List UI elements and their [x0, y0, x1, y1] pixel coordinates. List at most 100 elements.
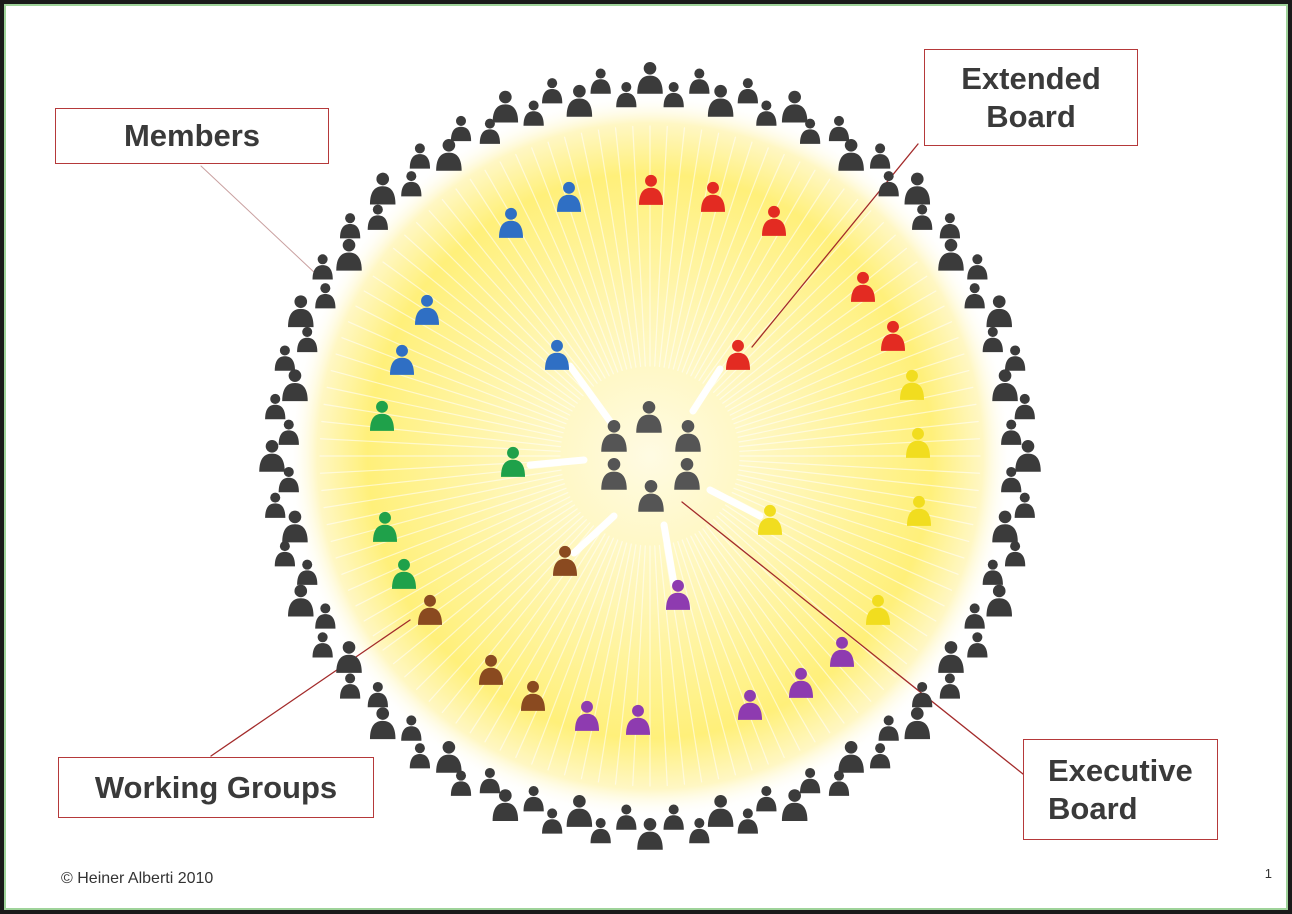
glow-ray	[580, 543, 632, 780]
glow-ray	[681, 539, 769, 765]
member-person-icon	[904, 707, 931, 740]
glow-ray	[563, 136, 628, 370]
glow-ray	[319, 438, 561, 452]
glow-ray	[734, 353, 965, 429]
copyright-text: © Heiner Alberti 2010	[61, 870, 214, 887]
glow-ray	[614, 127, 642, 368]
glow-ray	[330, 369, 564, 434]
member-person-icon	[1014, 393, 1035, 420]
glow-ray	[677, 141, 753, 372]
glow-ray	[547, 540, 623, 771]
members-connector-line	[200, 165, 317, 275]
member-person-icon	[288, 584, 314, 617]
glow-ray	[702, 528, 845, 724]
member-person-icon	[869, 743, 891, 769]
glow-ray	[702, 188, 845, 384]
member-person-icon	[869, 143, 891, 169]
glow-ray	[727, 290, 937, 412]
glow-ray	[499, 535, 610, 751]
member-person-icon	[1014, 492, 1035, 518]
executive-board-label-line2: Board	[1048, 790, 1138, 826]
glow-ray	[724, 275, 928, 408]
glow-ray	[347, 492, 569, 591]
member-person-icon	[409, 143, 431, 169]
glow-ray	[698, 178, 831, 382]
glow-ray	[341, 487, 567, 575]
glow-ray	[632, 125, 646, 367]
glow-ray	[690, 535, 801, 751]
glow-ray	[738, 464, 979, 492]
glow-ray	[347, 321, 569, 420]
glow-ray	[654, 125, 668, 367]
glow-ray	[681, 147, 769, 373]
glow-ray	[698, 530, 831, 734]
glow-ray	[614, 544, 642, 785]
glow-ray	[729, 305, 945, 416]
executive-board-label-line1: Executive	[1048, 752, 1193, 788]
glow-ray	[716, 515, 896, 678]
member-person-icon	[312, 254, 333, 280]
glow-ray	[737, 386, 974, 438]
page-number: 1	[1264, 866, 1272, 881]
glow-ray	[335, 483, 566, 559]
spoke-line	[526, 456, 588, 469]
glow-ray	[469, 530, 602, 734]
glow-ray	[531, 539, 619, 765]
glow-rays	[319, 125, 981, 787]
member-person-icon	[492, 90, 519, 123]
glow-ray	[719, 512, 908, 665]
member-person-icon	[274, 541, 296, 567]
glow-ray	[355, 305, 571, 416]
glow-ray	[736, 478, 970, 543]
glow-ray	[335, 353, 566, 429]
member-person-icon	[542, 808, 563, 834]
members-label-box: Members	[55, 108, 329, 164]
member-person-icon	[637, 61, 663, 94]
glow-ray	[733, 337, 959, 425]
glow-ray	[515, 537, 614, 759]
organisation-diagram	[200, 61, 1041, 850]
glow-ray	[731, 321, 953, 420]
member-person-icon	[939, 673, 961, 699]
member-person-icon	[828, 115, 850, 142]
member-person-icon	[689, 68, 710, 94]
glow-ray	[706, 525, 859, 714]
member-person-icon	[492, 789, 519, 822]
glow-ray	[719, 247, 908, 400]
member-person-icon	[339, 213, 361, 239]
glow-ray	[341, 337, 567, 425]
member-person-icon	[265, 393, 286, 420]
glow-ray	[321, 420, 562, 448]
glow-ray	[738, 403, 977, 443]
member-person-icon	[542, 78, 563, 104]
glow-ray	[441, 198, 594, 387]
member-person-icon	[288, 295, 314, 328]
member-person-icon	[1004, 541, 1026, 567]
working-groups-connector-line	[210, 619, 411, 757]
glow-ray	[547, 141, 623, 372]
glow-ray	[686, 153, 785, 375]
glow-ray	[515, 153, 614, 375]
glow-ray	[690, 161, 801, 377]
glow-ray	[739, 438, 981, 452]
glow-ray	[326, 474, 563, 526]
extended-board-label-line1: Extended	[961, 60, 1101, 96]
member-person-icon	[637, 817, 663, 850]
glow-ray	[469, 178, 602, 382]
glow-ray	[694, 533, 816, 743]
glow-ray	[382, 508, 578, 651]
glow-ray	[372, 275, 576, 408]
member-person-icon	[986, 295, 1012, 328]
glow-ray	[734, 483, 965, 559]
glow-ray	[563, 542, 628, 776]
member-person-icon	[904, 172, 931, 205]
glow-ray	[722, 261, 918, 404]
glow-ray	[499, 161, 610, 377]
glow-ray	[363, 500, 573, 622]
glow-ray	[713, 519, 884, 690]
glow-ray	[663, 544, 703, 783]
member-person-icon	[828, 770, 850, 796]
glow-ray	[672, 136, 737, 370]
member-person-icon	[781, 90, 808, 123]
glow-ray	[672, 542, 737, 776]
